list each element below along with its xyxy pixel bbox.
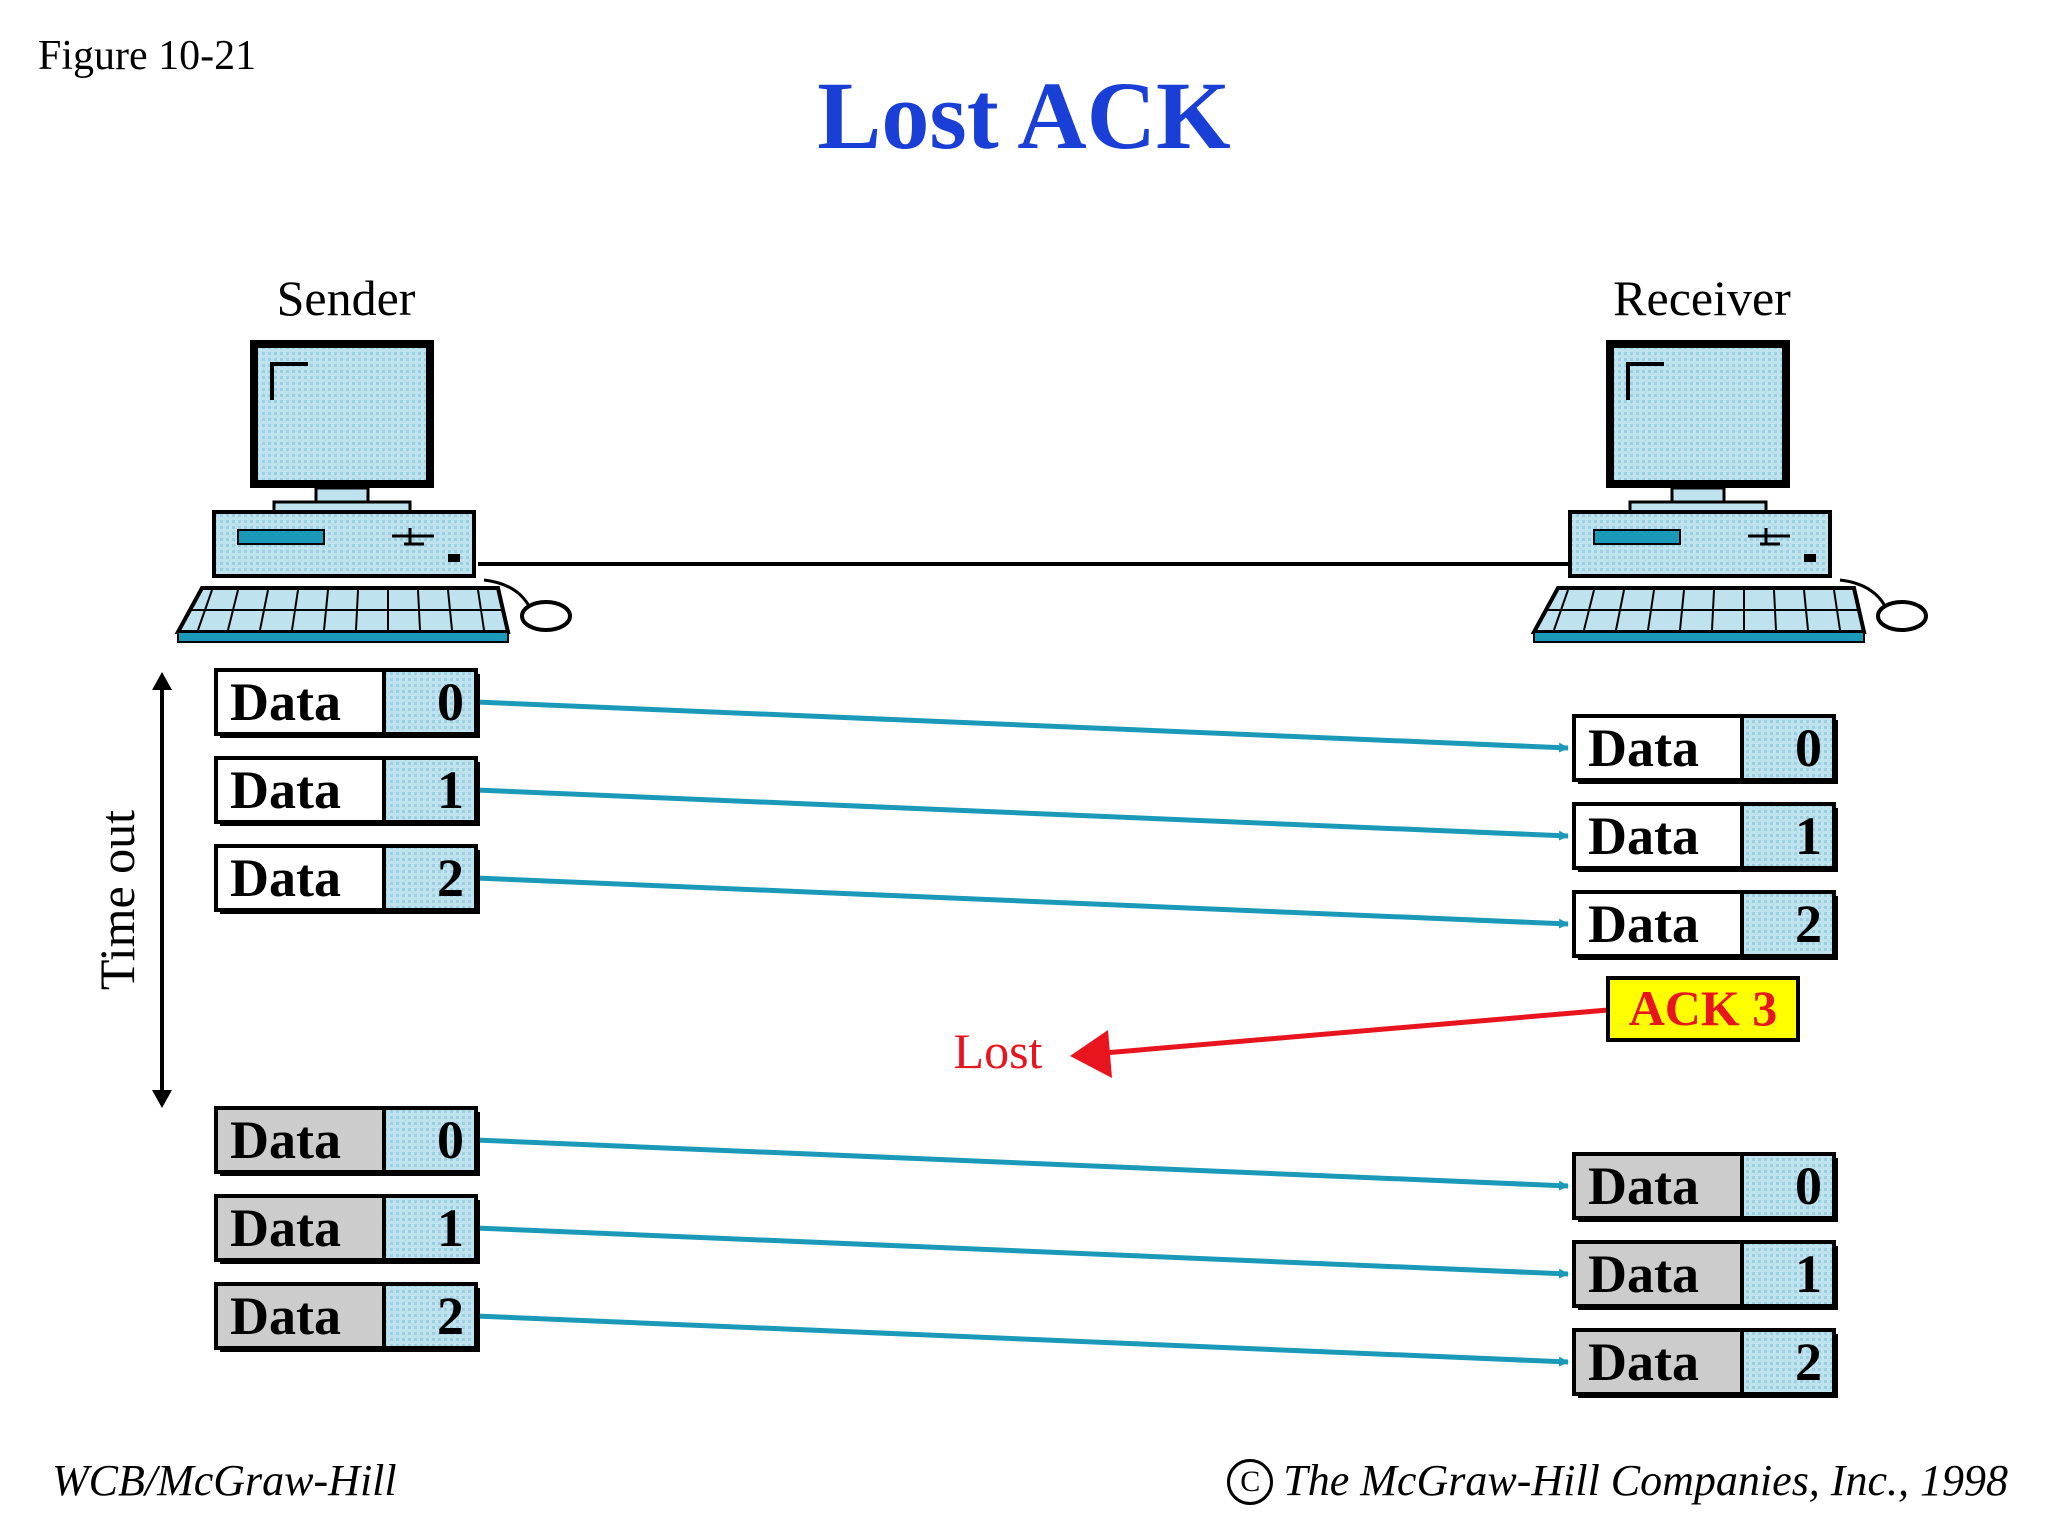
frame-word: Data xyxy=(1588,806,1699,866)
lost-label: Lost xyxy=(954,1023,1043,1079)
frame-number: 0 xyxy=(1795,718,1822,778)
transmission-arrow-first-2 xyxy=(475,875,1569,929)
frame-number: 0 xyxy=(1795,1156,1822,1216)
frame-number: 1 xyxy=(1795,806,1822,866)
frame-word: Data xyxy=(1588,894,1699,954)
sender-frame-first-2: Data 2 xyxy=(214,844,480,914)
frame-number: 1 xyxy=(1795,1244,1822,1304)
receiver-frame-first-2: Data 2 xyxy=(1572,890,1838,960)
receiver-frame-retransmit-0: Data 0 xyxy=(1572,1152,1838,1222)
transmission-arrow-first-0 xyxy=(475,699,1569,753)
sender-frame-retransmit-1: Data 1 xyxy=(214,1194,480,1264)
sender-frame-first-0: Data 0 xyxy=(214,668,480,738)
receiver-frame-first-1: Data 1 xyxy=(1572,802,1838,872)
frame-number: 0 xyxy=(437,672,464,732)
sender-frame-retransmit-0: Data 0 xyxy=(214,1106,480,1176)
frame-number: 2 xyxy=(437,848,464,908)
frame-number: 1 xyxy=(437,1198,464,1258)
footer-publisher: WCB/McGraw-Hill xyxy=(52,1456,397,1505)
frame-number: 0 xyxy=(437,1110,464,1170)
frame-word: Data xyxy=(230,1110,341,1170)
frame-number: 2 xyxy=(1795,894,1822,954)
frame-word: Data xyxy=(1588,1244,1699,1304)
receiver-label: Receiver xyxy=(1613,270,1791,326)
copyright-icon: C xyxy=(1227,1459,1274,1505)
frame-word: Data xyxy=(230,760,341,820)
figure-label: Figure 10-21 xyxy=(38,33,257,79)
timeout-label: Time out xyxy=(89,810,145,990)
sender-frame-retransmit-2: Data 2 xyxy=(214,1282,480,1352)
frame-number: 2 xyxy=(437,1286,464,1346)
transmission-arrow-retransmit-1 xyxy=(475,1225,1569,1279)
sender-label: Sender xyxy=(277,270,416,326)
sender-frame-first-1: Data 1 xyxy=(214,756,480,826)
ack-frame: ACK 3 xyxy=(1606,976,1800,1042)
frame-word: Data xyxy=(1588,1156,1699,1216)
frame-word: Data xyxy=(230,1198,341,1258)
frame-number: 2 xyxy=(1795,1332,1822,1392)
sender-computer-icon xyxy=(174,340,572,643)
page-title: Lost ACK xyxy=(817,62,1231,169)
footer-copyright-text: The McGraw-Hill Companies, Inc., 1998 xyxy=(1283,1456,2008,1505)
frame-word: Data xyxy=(230,848,341,908)
frame-word: Data xyxy=(230,1286,341,1346)
transmission-arrow-first-1 xyxy=(475,787,1569,841)
receiver-frame-retransmit-1: Data 1 xyxy=(1572,1240,1838,1310)
receiver-frame-first-0: Data 0 xyxy=(1572,714,1838,784)
frame-word: Data xyxy=(1588,718,1699,778)
frame-number: 1 xyxy=(437,760,464,820)
receiver-frame-retransmit-2: Data 2 xyxy=(1572,1328,1838,1398)
transmission-arrow-retransmit-2 xyxy=(475,1313,1569,1367)
frame-word: Data xyxy=(1588,1332,1699,1392)
transmission-arrow-retransmit-0 xyxy=(475,1137,1569,1191)
lost-ack-arrow xyxy=(1070,1007,1609,1078)
receiver-computer-icon xyxy=(1530,340,1928,643)
ack-label: ACK 3 xyxy=(1629,980,1778,1036)
timeout-arrow xyxy=(152,672,172,1108)
frame-word: Data xyxy=(230,672,341,732)
